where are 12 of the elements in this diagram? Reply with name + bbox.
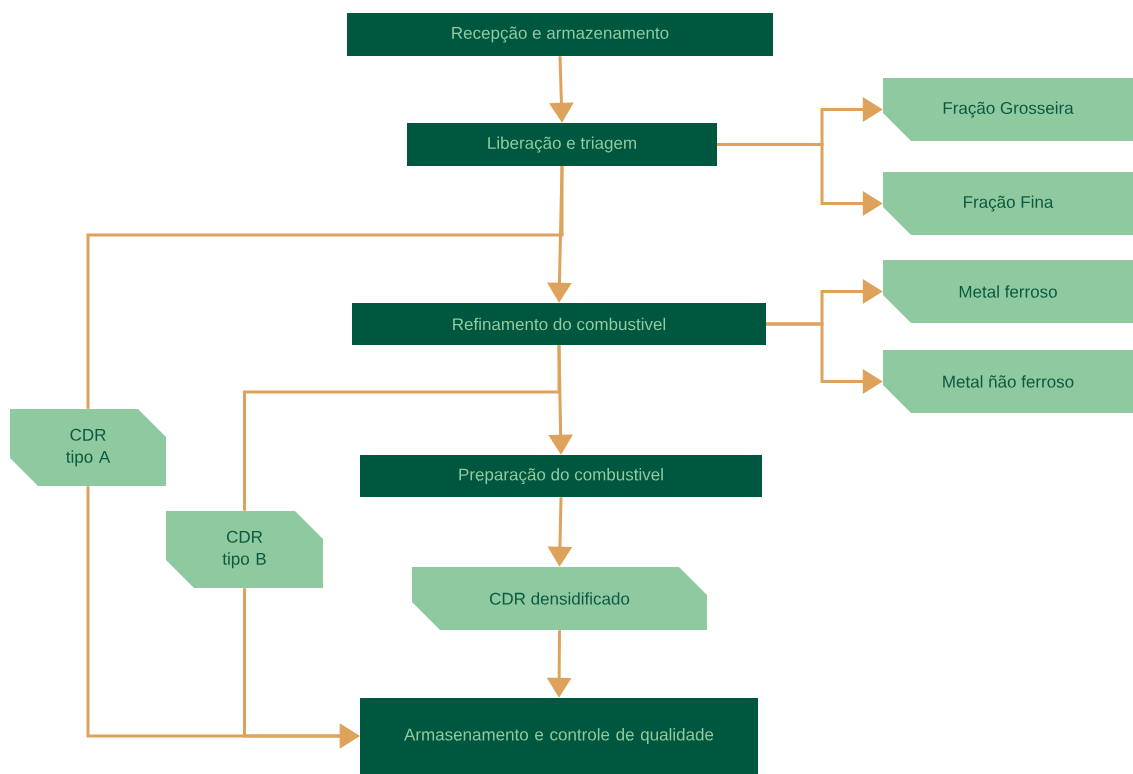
tag-box: CDR densidificado: [412, 567, 707, 630]
tag-box: Metal ñão ferroso: [883, 350, 1133, 413]
process-box: Recepção e armazenamento: [347, 13, 773, 56]
process-box: Preparação do combustivel: [360, 455, 762, 497]
tag-box: Fração Fina: [883, 172, 1133, 235]
process-box: Liberação e triagem: [407, 123, 717, 166]
tag-box: CDR tipo B: [166, 511, 323, 588]
process-box: Refinamento do combustivel: [352, 303, 766, 345]
process-box: Armasenamento e controle de qualidade: [360, 698, 758, 774]
tag-box: Metal ferroso: [883, 260, 1133, 323]
tag-box: CDR tipo A: [10, 409, 166, 486]
tag-box: Fração Grosseira: [883, 78, 1133, 141]
